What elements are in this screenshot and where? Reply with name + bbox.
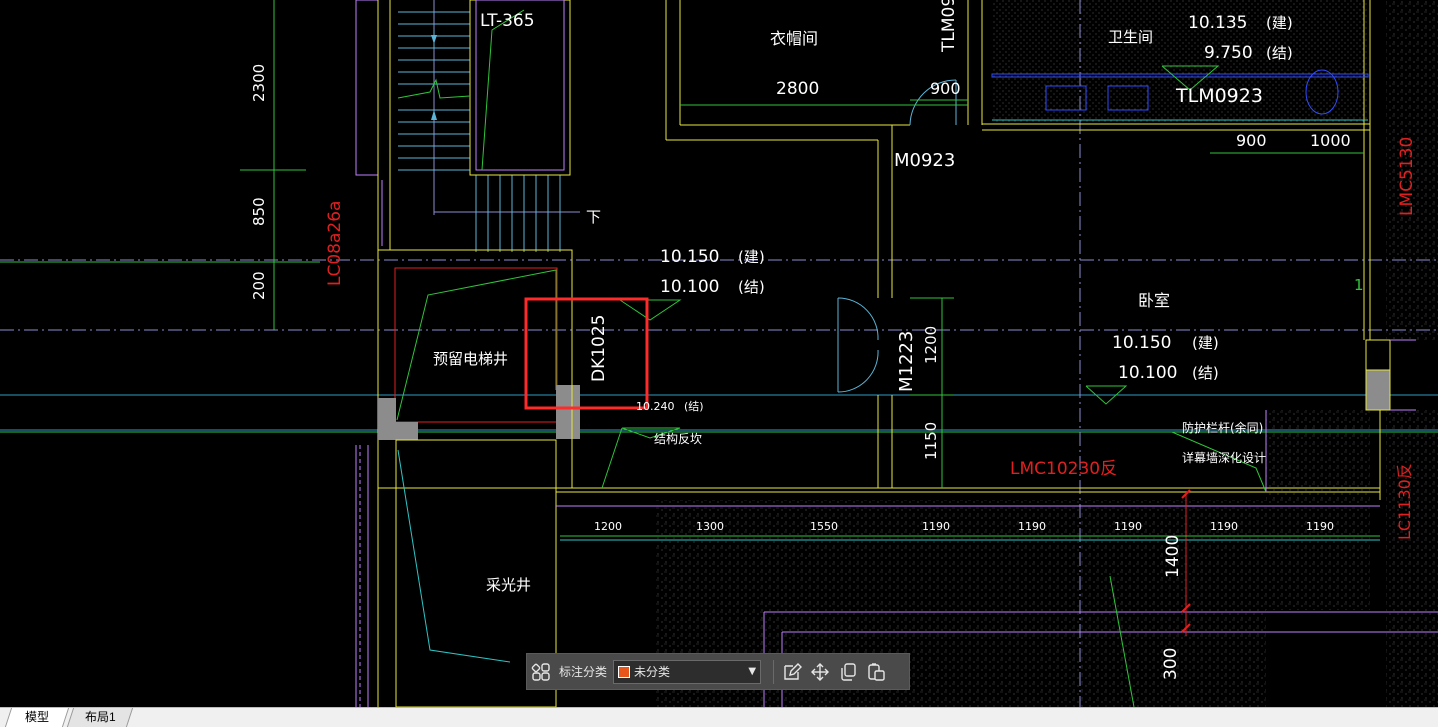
dim-2800: 2800 xyxy=(776,79,819,99)
bathroom-fixtures xyxy=(991,69,1369,121)
elev-bath-struct: 9.750 xyxy=(1204,43,1253,63)
tab-layout-1[interactable]: 布局1 xyxy=(66,708,134,727)
highlight-box xyxy=(524,297,649,410)
level-symbols xyxy=(601,65,1220,489)
grid-icon[interactable] xyxy=(527,658,555,686)
code-tlm09: TLM09 xyxy=(939,0,959,53)
doors xyxy=(837,79,957,393)
note-railing: 防护栏杆(余同) xyxy=(1182,420,1263,435)
elev-tag-arch-2: (建) xyxy=(738,248,765,266)
elev-tag-arch-3: (建) xyxy=(1192,334,1219,352)
chevron-down-icon: ▼ xyxy=(748,666,757,677)
dim-850: 850 xyxy=(250,197,268,226)
code-lt365: LT-365 xyxy=(480,11,535,31)
elevator-shaft xyxy=(377,249,580,489)
elev-tag-struct-3: (结) xyxy=(1192,364,1219,382)
dim-200: 200 xyxy=(250,271,268,300)
dim-row-6: 1190 xyxy=(1114,520,1142,533)
edit-icon[interactable] xyxy=(778,658,806,686)
code-lc08a26a: LC08a26a xyxy=(325,201,345,286)
note-upturn-beam: 结构反坎 xyxy=(654,431,702,446)
annotation-category-select[interactable]: 未分类 ▼ xyxy=(613,659,762,684)
elev-left-struct: 10.100 xyxy=(660,277,719,297)
dim-row-3: 1550 xyxy=(810,520,838,533)
annotation-toolbar: 标注分类 未分类 ▼ xyxy=(526,653,910,690)
main-walls xyxy=(556,0,1416,500)
dim-1150: 1150 xyxy=(922,422,940,460)
dim-1400: 1400 xyxy=(1163,535,1183,578)
code-dk1025: DK1025 xyxy=(589,314,609,382)
dim-row-5: 1190 xyxy=(1018,520,1046,533)
dim-900-b: 900 xyxy=(1236,131,1267,150)
tab-layout-1-label: 布局1 xyxy=(84,710,116,724)
dim-1200-vertical: 1200 xyxy=(922,326,940,364)
room-bedroom: 卧室 xyxy=(1138,291,1170,310)
category-color-swatch xyxy=(618,665,631,678)
dimension-lines xyxy=(560,99,1380,537)
dim-300: 300 xyxy=(1161,648,1181,680)
room-cloakroom: 衣帽间 xyxy=(770,29,818,48)
elev-tag-struct-2: (结) xyxy=(738,278,765,296)
note-down: 下 xyxy=(586,208,601,226)
annotation-category-label: 标注分类 xyxy=(559,665,608,679)
code-lmc5130: LMC5130 xyxy=(1397,137,1417,216)
paste-icon[interactable] xyxy=(862,658,890,686)
room-elevator-shaft: 预留电梯井 xyxy=(433,350,508,368)
code-tlm0923: TLM0923 xyxy=(1175,85,1263,107)
dim-row-7: 1190 xyxy=(1210,520,1238,533)
cad-drawing-canvas[interactable]: 衣帽间 卫生间 卧室 预留电梯井 采光井 LT-365 TLM09 TLM092… xyxy=(0,0,1438,707)
dim-row-4: 1190 xyxy=(922,520,950,533)
tab-model[interactable]: 模型 xyxy=(4,708,70,727)
tab-model-label: 模型 xyxy=(24,710,49,724)
copy-icon[interactable] xyxy=(834,658,862,686)
light-well xyxy=(355,439,557,707)
elev-tag-struct-1: (结) xyxy=(1266,44,1293,62)
room-bathroom: 卫生间 xyxy=(1108,28,1153,46)
axis-lines xyxy=(0,0,1438,707)
layout-tab-bar: 模型 布局1 xyxy=(0,707,1438,727)
dim-900-a: 900 xyxy=(930,79,961,98)
elev-tag-struct-4: (结) xyxy=(684,400,704,413)
dim-row-2: 1300 xyxy=(696,520,724,533)
move-icon[interactable] xyxy=(806,658,834,686)
elev-bath-arch: 10.135 xyxy=(1188,13,1247,33)
room-light-well: 采光井 xyxy=(486,576,531,594)
elev-left-arch: 10.150 xyxy=(660,247,719,267)
category-selected-value: 未分类 xyxy=(634,665,671,679)
elev-tag-arch-1: (建) xyxy=(1266,14,1293,32)
elev-bed-struct: 10.100 xyxy=(1118,363,1177,383)
dim-2300: 2300 xyxy=(250,64,268,102)
dim-1000: 1000 xyxy=(1310,131,1351,150)
code-lc1130: LC1130反 xyxy=(1395,463,1414,540)
dim-row-1: 1200 xyxy=(594,520,622,533)
code-m0923: M0923 xyxy=(894,150,955,171)
note-curtain-wall: 详幕墙深化设计 xyxy=(1182,450,1266,465)
code-m1223: M1223 xyxy=(896,331,917,392)
code-lmc10230: LMC10230反 xyxy=(1010,459,1117,479)
toolbar-divider xyxy=(773,659,775,684)
note-one: 1 xyxy=(1354,276,1364,294)
hatch-regions xyxy=(656,0,1438,707)
dim-row-8: 1190 xyxy=(1306,520,1334,533)
elev-bed-arch: 10.150 xyxy=(1112,333,1171,353)
elev-upturn: 10.240 xyxy=(636,400,675,413)
stair-walls xyxy=(355,0,572,440)
